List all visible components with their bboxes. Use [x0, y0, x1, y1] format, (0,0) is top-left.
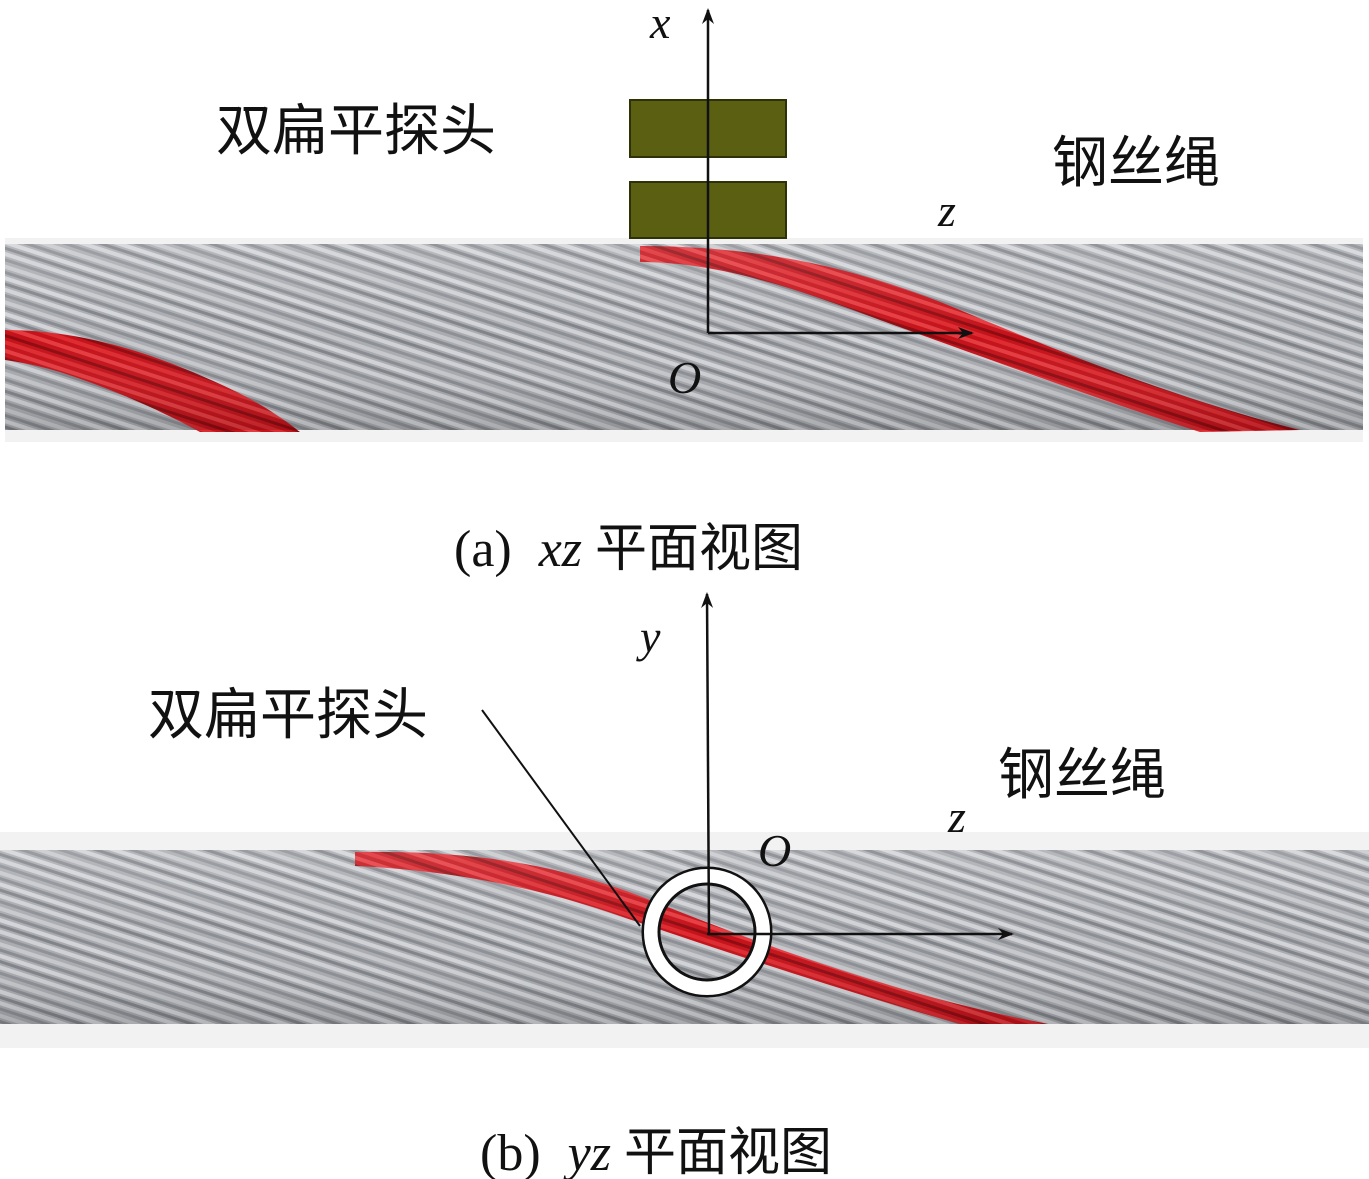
- panel-a: x z O 双扁平探头 钢丝绳 (a) xz 平面视图: [5, 0, 1363, 579]
- caption-b-plane: yz: [563, 1125, 611, 1179]
- probe-label-b: 双扁平探头: [148, 683, 428, 748]
- x-axis-label: x: [649, 0, 671, 48]
- caption-a-suffix: 平面视图: [595, 519, 803, 579]
- caption-b-prefix: (b): [480, 1125, 541, 1179]
- probe-ring: [641, 866, 773, 998]
- caption-b: (b) yz 平面视图: [480, 1123, 832, 1179]
- probe-ring-fill: [644, 869, 770, 995]
- wire-rope-a: [5, 244, 1363, 432]
- rope-label-a: 钢丝绳: [1052, 131, 1220, 196]
- origin-label-a: O: [668, 352, 701, 403]
- z-axis-label-b: z: [947, 791, 966, 842]
- caption-a: (a) xz 平面视图: [454, 519, 803, 579]
- rope-label-b: 钢丝绳: [998, 743, 1166, 808]
- y-axis-label: y: [636, 611, 661, 662]
- caption-a-prefix: (a): [454, 521, 512, 578]
- probe-leader-line: [481, 709, 641, 927]
- caption-b-suffix: 平面视图: [624, 1123, 832, 1179]
- probe-ring-inner: [657, 882, 757, 982]
- z-axis-label-a: z: [937, 185, 956, 236]
- probe-label-a: 双扁平探头: [216, 99, 496, 164]
- y-axis-arrow: [701, 592, 714, 934]
- caption-a-plane: xz: [538, 521, 582, 578]
- origin-label-b: O: [758, 825, 791, 876]
- panel-b: y z O 双扁平探头 钢丝绳 (b) yz 平面视图: [0, 592, 1369, 1179]
